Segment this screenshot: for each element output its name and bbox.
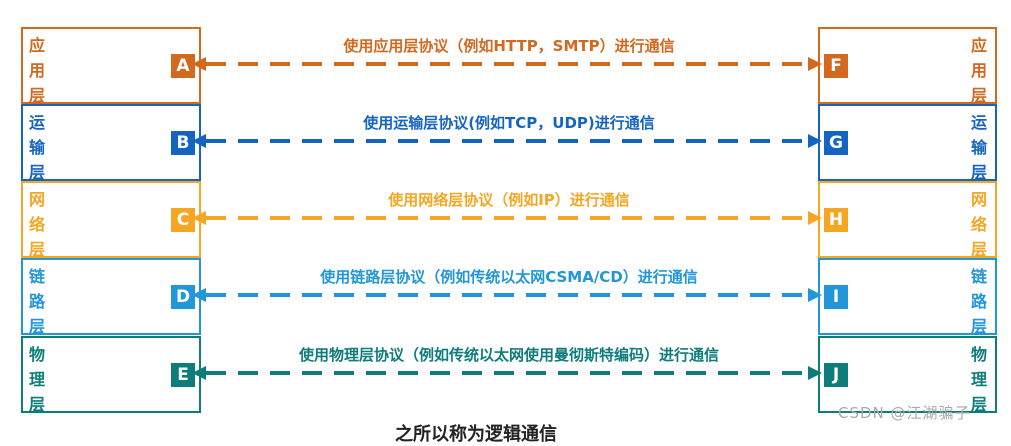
right-layer-label: 链路层 (971, 267, 988, 336)
protocol-message: 使用运输层协议(例如TCP，UDP)进行通信 (363, 114, 655, 132)
right-layer-label: 应用层 (971, 36, 988, 105)
right-layer-box: 应用层 F (818, 27, 997, 105)
right-layer-label: 网络层 (971, 190, 988, 259)
caption: 之所以称为逻辑通信 (395, 424, 557, 445)
left-layer-label: 物理层 (29, 345, 46, 414)
bidirectional-dashed-arrow (192, 365, 822, 380)
bidirectional-dashed-arrow (192, 133, 822, 148)
bidirectional-dashed-arrow (192, 210, 822, 225)
left-layer-label: 链路层 (29, 267, 46, 336)
left-layer-box: 链路层 D (21, 258, 201, 336)
left-host-letter: C (171, 207, 195, 232)
right-layer-box: 物理层 J (818, 336, 997, 414)
left-layer-box: 物理层 E (21, 336, 201, 414)
left-host-letter: E (171, 362, 195, 387)
left-layer-box: 网络层 C (21, 181, 201, 259)
left-layer-box: 运输层 B (21, 104, 201, 182)
right-host-letter: I (824, 284, 848, 309)
left-layer-label: 运输层 (29, 113, 46, 182)
right-layer-label: 运输层 (971, 113, 988, 182)
right-host-letter: H (824, 207, 848, 232)
right-layer-box: 网络层 H (818, 181, 997, 259)
right-host-letter: G (824, 130, 848, 155)
right-layer-label: 物理层 (971, 345, 988, 414)
watermark: CSDN @江湖骗子 (838, 404, 971, 422)
protocol-message: 使用应用层协议（例如HTTP，SMTP）进行通信 (343, 37, 675, 55)
left-host-letter: A (171, 53, 195, 78)
bidirectional-dashed-arrow (192, 56, 822, 71)
left-layer-box: 应用层 A (21, 27, 201, 105)
protocol-message: 使用网络层协议（例如IP）进行通信 (388, 191, 630, 209)
protocol-message: 使用链路层协议（例如传统以太网CSMA/CD）进行通信 (320, 268, 698, 286)
protocol-message: 使用物理层协议（例如传统以太网使用曼彻斯特编码）进行通信 (298, 346, 719, 364)
left-host-letter: D (171, 284, 195, 309)
right-layer-box: 运输层 G (818, 104, 997, 182)
bidirectional-dashed-arrow (192, 287, 822, 302)
right-host-letter: F (824, 53, 848, 78)
left-layer-label: 应用层 (29, 36, 46, 105)
right-host-letter: J (824, 362, 848, 387)
left-host-letter: B (171, 130, 195, 155)
right-layer-box: 链路层 I (818, 258, 997, 336)
left-layer-label: 网络层 (29, 190, 46, 259)
